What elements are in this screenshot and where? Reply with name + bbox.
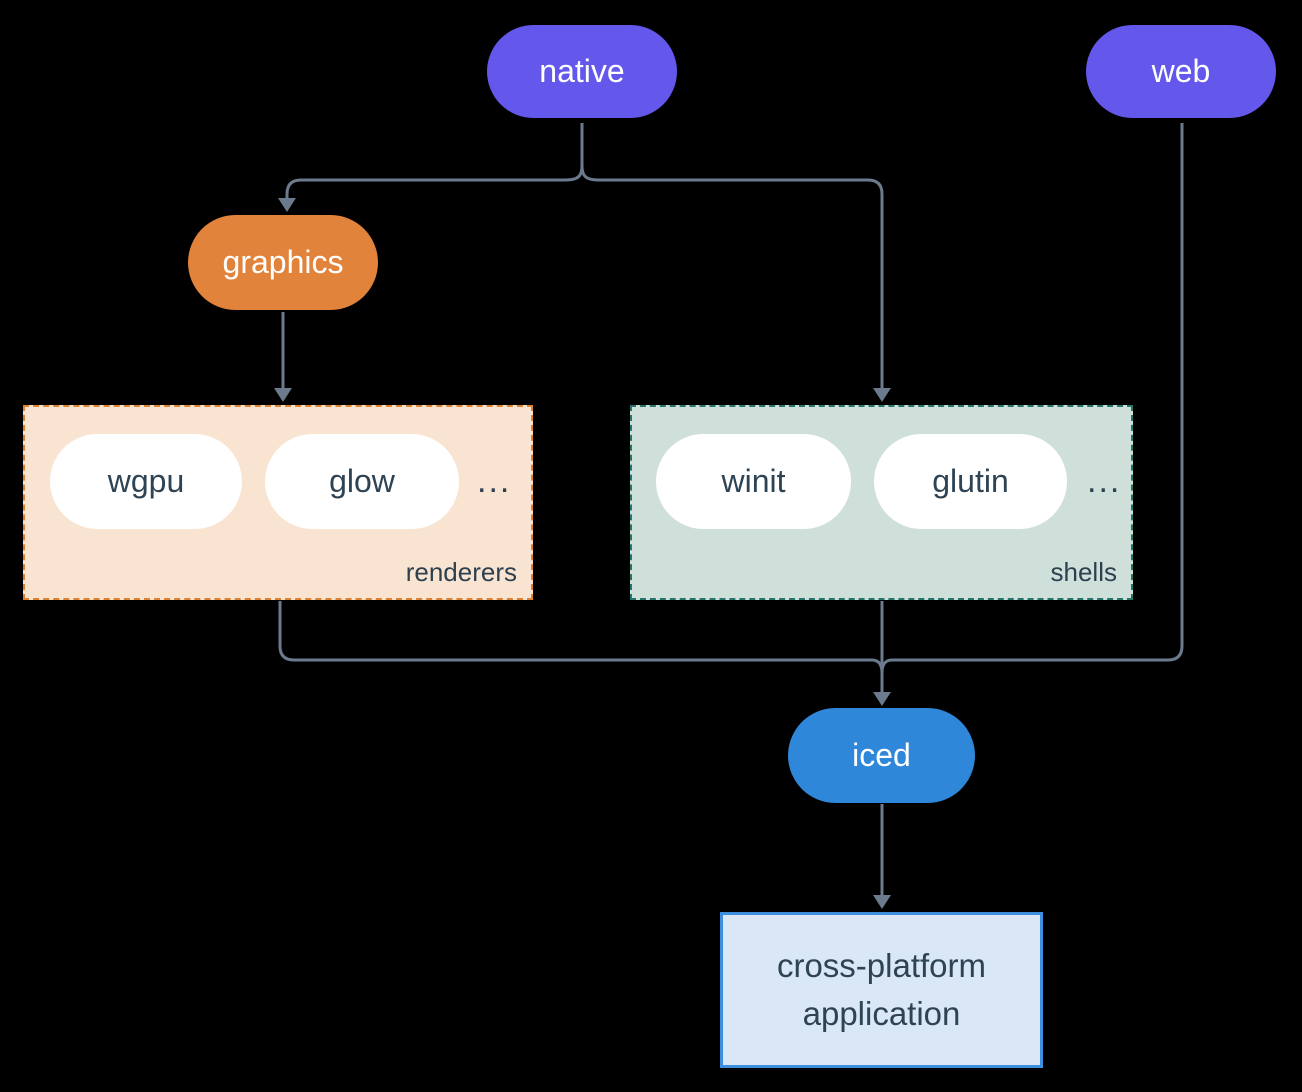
renderers-group: wgpu glow ... renderers <box>23 405 533 600</box>
graphics-node: graphics <box>188 215 378 310</box>
arrowhead-to-shells <box>873 388 891 402</box>
wgpu-label: wgpu <box>107 463 185 499</box>
iced-label: iced <box>852 737 911 773</box>
wgpu-node: wgpu <box>50 434 242 529</box>
native-node: native <box>487 25 677 118</box>
glow-label: glow <box>329 463 395 499</box>
glutin-node: glutin <box>874 434 1067 529</box>
arrowhead-to-graphics <box>278 198 296 212</box>
iced-node: iced <box>788 708 975 803</box>
winit-label: winit <box>721 463 786 499</box>
web-node: web <box>1086 25 1276 118</box>
arrowhead-to-app <box>873 895 891 909</box>
edge-iced-app <box>873 804 891 909</box>
renderers-ellipsis: ... <box>477 462 512 500</box>
glow-node: glow <box>265 434 459 529</box>
shells-ellipsis: ... <box>1087 462 1122 500</box>
glutin-label: glutin <box>932 463 1009 499</box>
graphics-label: graphics <box>222 244 344 280</box>
renderers-group-label: renderers <box>405 557 517 587</box>
edge-graphics-renderers <box>274 312 292 402</box>
app-label-line2: application <box>802 995 961 1032</box>
arrowhead-to-iced <box>873 692 891 706</box>
winit-node: winit <box>656 434 851 529</box>
shells-group: winit glutin ... shells <box>630 405 1133 600</box>
shells-group-label: shells <box>1050 557 1117 587</box>
app-label-line1: cross-platform <box>776 947 987 985</box>
native-label: native <box>539 53 625 89</box>
cross-platform-application-node: cross-platform application <box>720 912 1043 1068</box>
arrowhead-to-renderers <box>274 388 292 402</box>
web-label: web <box>1151 53 1211 89</box>
